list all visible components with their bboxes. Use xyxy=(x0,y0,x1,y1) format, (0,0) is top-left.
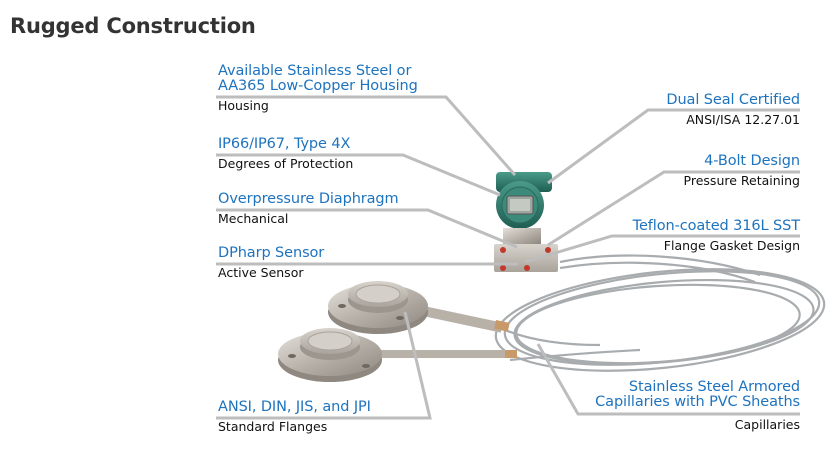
callout-capillaries-line-1: Stainless Steel Armored xyxy=(628,379,800,395)
callout-flanges: ANSI, DIN, JIS, and JPI Standard Flanges xyxy=(218,399,371,435)
callout-bolt-subtitle: Pressure Retaining xyxy=(683,173,800,188)
callout-housing-line-1: Available Stainless Steel or xyxy=(218,63,412,79)
callout-housing-title: Available Stainless Steel or AA365 Low-C… xyxy=(218,64,418,94)
callout-flanges-title: ANSI, DIN, JIS, and JPI xyxy=(218,399,371,415)
callout-teflon-subtitle: Flange Gasket Design xyxy=(663,238,800,253)
callout-capillaries-subtitle: Capillaries xyxy=(734,417,800,432)
callout-protection-title: IP66/IP67, Type 4X xyxy=(218,136,351,152)
callout-overpressure-subtitle: Mechanical xyxy=(218,211,289,226)
callout-sensor: DPharp Sensor Active Sensor xyxy=(218,245,325,281)
callout-overpressure: Overpressure Diaphragm Mechanical xyxy=(218,191,399,227)
callout-housing-subtitle: Housing xyxy=(218,98,269,113)
page-title: Rugged Construction xyxy=(10,14,256,38)
transmitter-body xyxy=(494,172,558,272)
callout-protection-subtitle: Degrees of Protection xyxy=(218,156,354,171)
callout-bolt-title: 4-Bolt Design xyxy=(704,153,800,169)
leader-dual-seal xyxy=(547,108,800,185)
callout-teflon-title: Teflon-coated 316L SST xyxy=(632,218,800,234)
callout-teflon: Teflon-coated 316L SST Flange Gasket Des… xyxy=(632,218,800,254)
capillary-tubes xyxy=(494,254,826,372)
callout-dual-seal: Dual Seal Certified ANSI/ISA 12.27.01 xyxy=(666,92,800,128)
callout-sensor-subtitle: Active Sensor xyxy=(218,265,304,280)
callout-housing-line-2: AA365 Low-Copper Housing xyxy=(218,78,418,94)
leader-teflon xyxy=(524,234,800,264)
callout-housing: Available Stainless Steel or AA365 Low-C… xyxy=(218,64,418,114)
callout-bolt: 4-Bolt Design Pressure Retaining xyxy=(683,153,801,189)
leader-overpressure xyxy=(216,208,518,249)
leader-lines xyxy=(216,95,800,420)
leader-protection xyxy=(216,153,501,197)
callout-protection: IP66/IP67, Type 4X Degrees of Protection xyxy=(218,136,354,172)
callout-dual-seal-title: Dual Seal Certified xyxy=(666,92,800,108)
callout-capillaries-title: Stainless Steel Armored Capillaries with… xyxy=(595,380,800,410)
callout-capillaries: Stainless Steel Armored Capillaries with… xyxy=(595,380,800,433)
callout-overpressure-title: Overpressure Diaphragm xyxy=(218,191,399,207)
flange-lower xyxy=(278,328,517,382)
leader-flanges xyxy=(216,311,432,420)
flange-upper xyxy=(328,281,510,334)
callout-flanges-subtitle: Standard Flanges xyxy=(218,419,328,434)
leader-capillaries xyxy=(536,343,800,416)
leader-bolt xyxy=(547,170,800,247)
callout-sensor-title: DPharp Sensor xyxy=(218,245,325,261)
leader-housing xyxy=(216,95,517,176)
callout-capillaries-line-2: Capillaries with PVC Sheaths xyxy=(595,394,800,410)
callout-dual-seal-subtitle: ANSI/ISA 12.27.01 xyxy=(686,112,800,127)
